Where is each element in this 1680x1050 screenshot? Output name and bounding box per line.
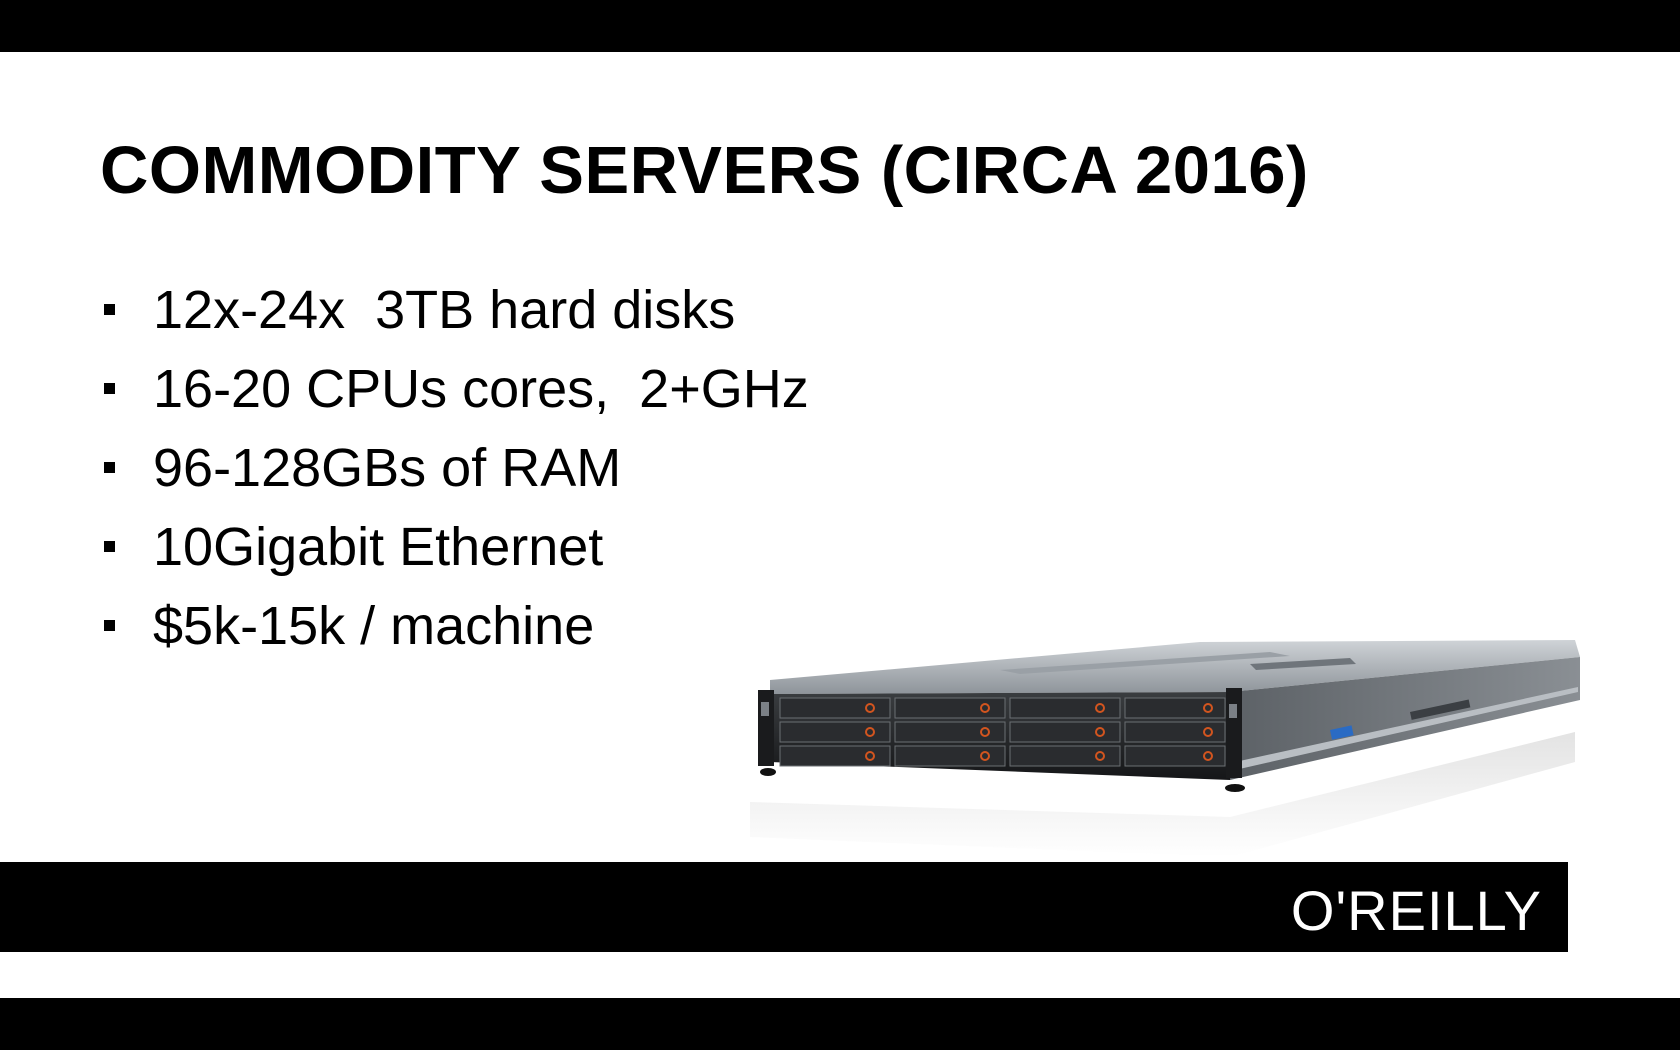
bullet-text: $5k-15k / machine: [153, 595, 595, 656]
footer-band: O'REILLY: [0, 862, 1568, 952]
square-bullet-icon: [104, 383, 115, 394]
slide: COMMODITY SERVERS (CIRCA 2016) 12x-24x 3…: [0, 52, 1680, 998]
bullet-list: 12x-24x 3TB hard disks 16-20 CPUs cores,…: [104, 270, 809, 665]
bullet-text: 16-20 CPUs cores, 2+GHz: [153, 358, 809, 419]
bullet-item: $5k-15k / machine: [104, 586, 809, 665]
slide-title: COMMODITY SERVERS (CIRCA 2016): [100, 133, 1309, 208]
bullet-item: 10Gigabit Ethernet: [104, 507, 809, 586]
square-bullet-icon: [104, 462, 115, 473]
square-bullet-icon: [104, 620, 115, 631]
bullet-item: 16-20 CPUs cores, 2+GHz: [104, 349, 809, 428]
bullet-item: 96-128GBs of RAM: [104, 428, 809, 507]
rack-server-image: [750, 640, 1580, 857]
oreilly-logo: O'REILLY: [1290, 879, 1542, 942]
square-bullet-icon: [104, 304, 115, 315]
bullet-item: 12x-24x 3TB hard disks: [104, 270, 809, 349]
bullet-text: 12x-24x 3TB hard disks: [153, 279, 736, 340]
bullet-text: 10Gigabit Ethernet: [153, 516, 604, 577]
bullet-text: 96-128GBs of RAM: [153, 437, 622, 498]
square-bullet-icon: [104, 541, 115, 552]
